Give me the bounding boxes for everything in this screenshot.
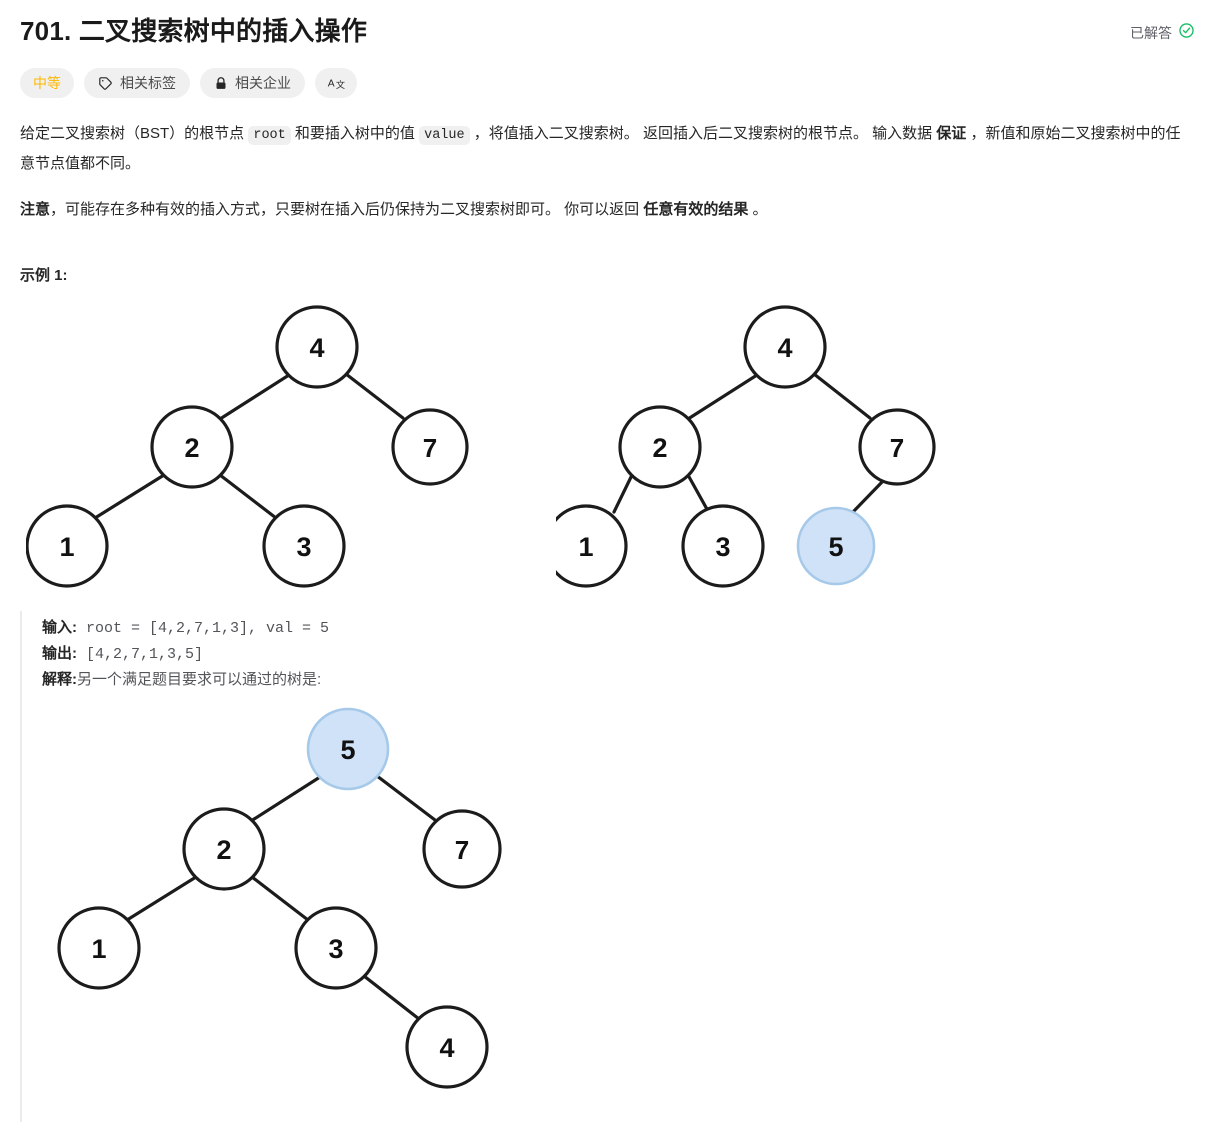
tree-node-label: 3 (715, 532, 730, 562)
description-paragraph-1: 给定二叉搜索树（BST）的根节点 root 和要插入树中的值 value ，将值… (20, 120, 1195, 178)
tree-node-label: 7 (423, 433, 437, 463)
tree-node-label: 1 (578, 532, 593, 562)
translate-icon: A 文 (325, 75, 347, 92)
tree-node-label: 7 (455, 835, 469, 865)
tree-node-label: 1 (59, 532, 74, 562)
tree-node (618, 405, 702, 489)
example-explanation-line: 解释:另一个满足题目要求可以通过的树是: (42, 667, 1195, 693)
tree-node-label: 7 (890, 433, 904, 463)
tree-node (150, 405, 234, 489)
example-input-value: root = [4,2,7,1,3], val = 5 (77, 620, 330, 637)
example-explanation-value: 另一个满足题目要求可以通过的树是: (77, 671, 322, 688)
input-bst-tree: 4 2 7 1 3 (26, 305, 469, 588)
example-output-value: [4,2,7,1,3,5] (77, 646, 204, 663)
output-bst-tree: 4 2 7 1 3 5 (556, 305, 936, 588)
alternative-bst-tree: 5 2 7 1 3 4 (57, 707, 502, 1089)
desc-text: ，将值插入二叉搜索树。 返回插入后二叉搜索树的根节点。 输入数据 (469, 125, 937, 142)
related-tags-label: 相关标签 (120, 75, 176, 91)
inline-code-root: root (248, 126, 291, 145)
tree-node (422, 809, 502, 889)
example-output-line: 输出: [4,2,7,1,3,5] (42, 641, 1195, 667)
tree-node (182, 807, 266, 891)
tree-node (743, 305, 827, 389)
desc-text: ，新值和原始二叉搜索树中的任意节点值都不同。 (20, 125, 1181, 172)
desc-emphasis-guarantee: 保证 (936, 125, 967, 142)
difficulty-label: 中等 (33, 75, 61, 91)
svg-text:文: 文 (336, 78, 345, 89)
tree-node-label: 5 (828, 532, 843, 562)
desc-text: 和要插入树中的值 (290, 125, 420, 142)
translate-toggle-button[interactable]: A 文 (315, 68, 357, 98)
tree-node (294, 906, 378, 990)
desc-text: ，可能存在多种有效的插入方式，只要树在插入后仍保持为二叉搜索树即可。 你可以返回 (50, 201, 644, 218)
example-heading: 示例 1: (20, 267, 68, 284)
problem-description: 给定二叉搜索树（BST）的根节点 root 和要插入树中的值 value ，将值… (20, 120, 1195, 224)
desc-text: 给定二叉搜索树（BST）的根节点 (20, 125, 249, 142)
tree-node-inserted (796, 506, 876, 586)
tree-node-label: 4 (777, 333, 792, 363)
tree-node-label: 4 (309, 333, 324, 363)
tree-node (57, 906, 141, 990)
example-output-label: 输出: (42, 645, 77, 662)
lock-icon (214, 76, 228, 91)
desc-emphasis-note: 注意 (20, 201, 51, 218)
related-tags-button[interactable]: 相关标签 (84, 68, 190, 98)
tree-node-label: 1 (91, 934, 106, 964)
tree-node-label: 3 (296, 532, 311, 562)
tree-node (681, 504, 765, 588)
tree-node (391, 408, 469, 486)
tree-node-label: 4 (439, 1033, 454, 1063)
tree-node-label: 2 (652, 433, 667, 463)
check-circle-icon (1178, 22, 1195, 44)
tag-icon (98, 76, 113, 91)
description-paragraph-2: 注意，可能存在多种有效的插入方式，只要树在插入后仍保持为二叉搜索树即可。 你可以… (20, 196, 1195, 224)
desc-emphasis-any-result: 任意有效的结果 (643, 201, 749, 218)
example-input-line: 输入: root = [4,2,7,1,3], val = 5 (42, 615, 1195, 641)
inline-code-value: value (419, 126, 470, 145)
problem-meta-pills: 中等 相关标签 相关企业 A (20, 68, 1195, 98)
example-tree-figures: 4 2 7 1 3 4 2 7 1 3 5 (26, 297, 1195, 597)
example-explanation-label: 解释: (42, 671, 77, 688)
tree-node (556, 504, 628, 588)
status-label: 已解答 (1130, 25, 1172, 41)
tree-node-label: 3 (328, 934, 343, 964)
tree-node-label: 2 (216, 835, 231, 865)
tree-node (262, 504, 346, 588)
problem-header: 701. 二叉搜索树中的插入操作 已解答 (20, 14, 1195, 48)
difficulty-badge[interactable]: 中等 (20, 68, 74, 98)
example-io-block: 输入: root = [4,2,7,1,3], val = 5 输出: [4,2… (20, 611, 1195, 1122)
desc-text: 。 (748, 201, 768, 218)
status-badge: 已解答 (1130, 22, 1195, 44)
example-input-label: 输入: (42, 619, 77, 636)
tree-node (275, 305, 359, 389)
tree-node (405, 1005, 489, 1089)
tree-node-inserted (306, 707, 390, 791)
related-companies-button[interactable]: 相关企业 (200, 68, 305, 98)
related-companies-label: 相关企业 (235, 75, 291, 91)
tree-node (858, 408, 936, 486)
page-title: 701. 二叉搜索树中的插入操作 (20, 16, 368, 46)
tree-node-label: 5 (340, 735, 355, 765)
tree-node-label: 2 (184, 433, 199, 463)
tree-node (26, 504, 109, 588)
svg-text:A: A (328, 78, 335, 89)
